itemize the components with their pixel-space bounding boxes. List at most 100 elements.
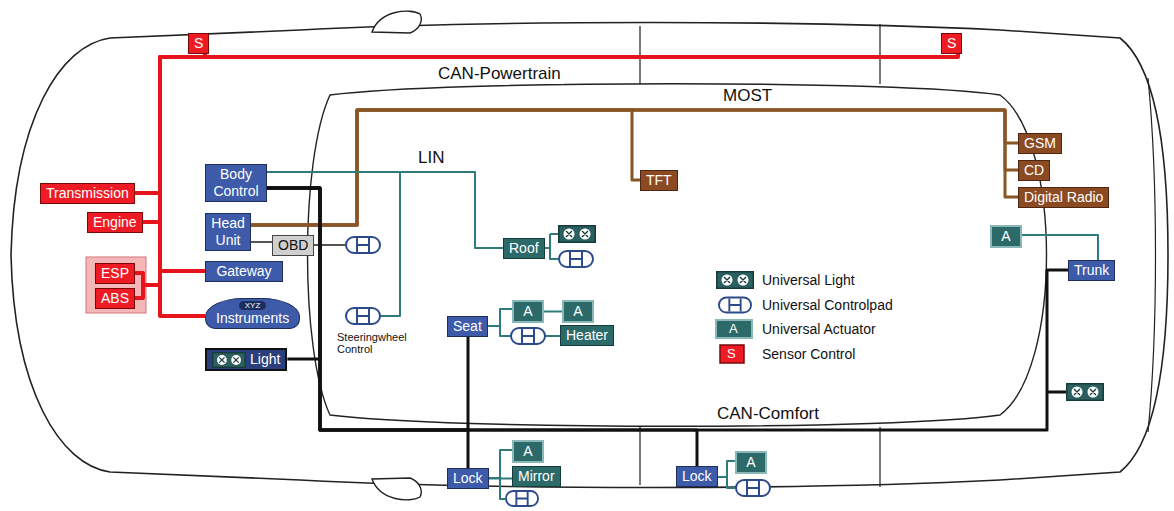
node-label: Light — [250, 351, 280, 368]
node-label: S — [194, 35, 203, 52]
node-label: ABS — [101, 290, 129, 307]
node-label: Seat — [453, 318, 482, 335]
bus-line — [160, 54, 958, 271]
car-door-line — [640, 24, 880, 487]
node-label: Digital Radio — [1024, 189, 1103, 206]
node-label: Transmission — [46, 185, 129, 202]
bus-line — [1022, 235, 1098, 260]
node-label: Lock — [453, 470, 483, 487]
legend-actuator-icon — [716, 320, 752, 338]
legend-light-icon — [717, 272, 754, 289]
bus-line — [251, 110, 640, 225]
legend-symbol-letter: S — [727, 345, 736, 363]
light-icon — [559, 226, 596, 243]
control-unit: Trunk — [1068, 260, 1115, 281]
actuator-box: A — [512, 440, 544, 463]
bus-line — [267, 188, 468, 468]
node-label: Trunk — [1074, 262, 1109, 279]
actuator-box: A — [735, 451, 767, 474]
ecu-box: ESP — [95, 263, 135, 284]
node-label: Body Control — [211, 166, 261, 200]
control-unit: Lock — [447, 468, 489, 489]
light-icon — [212, 352, 246, 368]
node-label: OBD — [278, 237, 308, 254]
display-text: XYZ — [239, 301, 267, 310]
bus-name: LIN — [415, 148, 447, 168]
node-label: Heater — [566, 327, 608, 344]
legend-controlpad-icon — [719, 297, 751, 312]
media-device: Digital Radio — [1018, 187, 1109, 208]
actuator-box: A — [562, 300, 594, 323]
node-label: Roof — [509, 240, 539, 257]
bus-line — [160, 271, 205, 316]
car-body — [11, 23, 1168, 488]
car-rear-line — [1148, 78, 1156, 432]
control-unit: Body Control — [205, 164, 267, 202]
node-label: A — [523, 303, 532, 320]
bus-line — [135, 271, 205, 298]
ecu-box: Transmission — [40, 183, 135, 204]
lin-slave: Heater — [560, 325, 614, 346]
legend-sensor-icon — [720, 345, 744, 363]
controlpad-icon — [346, 308, 380, 324]
sensor-panel — [86, 257, 146, 313]
bus-line — [251, 110, 1018, 225]
sensor-control: S — [941, 33, 962, 54]
node-label: Head Unit — [211, 215, 245, 249]
bus-line — [488, 309, 512, 326]
media-device: TFT — [640, 170, 678, 191]
diagnostic-port: OBD — [272, 235, 314, 256]
media-device: GSM — [1018, 133, 1062, 154]
legend-text: Universal Actuator — [762, 320, 876, 338]
control-unit: Seat — [447, 316, 488, 337]
bus-line — [143, 222, 205, 271]
bus-line — [251, 110, 1018, 225]
node-label: ESP — [101, 265, 129, 282]
bus-name: CAN-Comfort — [714, 404, 822, 424]
controlpad-icon — [736, 480, 770, 496]
controlpad-icon — [506, 491, 538, 506]
control-unit: Lock — [676, 466, 718, 487]
controlpad-icon — [346, 237, 380, 253]
node-label: TFT — [646, 172, 672, 189]
controlpad-icon — [511, 328, 545, 344]
bus-name: CAN-Powertrain — [435, 64, 564, 84]
node-label: Gateway — [216, 263, 271, 280]
node-label: CD — [1024, 162, 1044, 179]
bus-line — [160, 54, 205, 271]
bus-line — [251, 241, 272, 243]
bus-line — [135, 271, 205, 285]
car-cabin — [308, 84, 1047, 427]
node-label: GSM — [1024, 135, 1056, 152]
bus-line — [135, 193, 205, 271]
node-label: A — [1001, 228, 1010, 245]
lin-slave: Mirror — [512, 466, 561, 487]
light-unit: Light — [205, 348, 287, 371]
layout-wire — [306, 172, 1066, 499]
actuator-box: A — [990, 225, 1022, 248]
sensor-control: S — [188, 33, 209, 54]
legend-text: Universal Light — [762, 271, 855, 289]
media-device: CD — [1018, 160, 1050, 181]
node-label: A — [523, 443, 532, 460]
gateway-box: Gateway — [205, 261, 283, 282]
node-label: Lock — [682, 468, 712, 485]
legend-text: Sensor Control — [762, 345, 855, 363]
actuator-box: A — [512, 300, 544, 323]
bus-line — [544, 311, 562, 313]
lin-slave: Roof — [503, 238, 545, 259]
ecu-box: Engine — [87, 212, 143, 233]
instrument-cluster: XYZInstruments — [205, 298, 300, 329]
node-label: A — [573, 303, 582, 320]
bus-line — [489, 450, 512, 478]
bus-line — [267, 188, 697, 466]
control-unit: Head Unit — [205, 213, 251, 251]
node-label: Mirror — [518, 468, 555, 485]
node-label: Instruments — [216, 310, 289, 327]
legend-symbol-letter: A — [729, 320, 738, 338]
node-label: A — [746, 454, 755, 471]
ecu-box: ABS — [95, 288, 135, 309]
icon-caption: Steeringwheel Control — [336, 331, 418, 355]
controlpad-icon — [559, 251, 593, 267]
